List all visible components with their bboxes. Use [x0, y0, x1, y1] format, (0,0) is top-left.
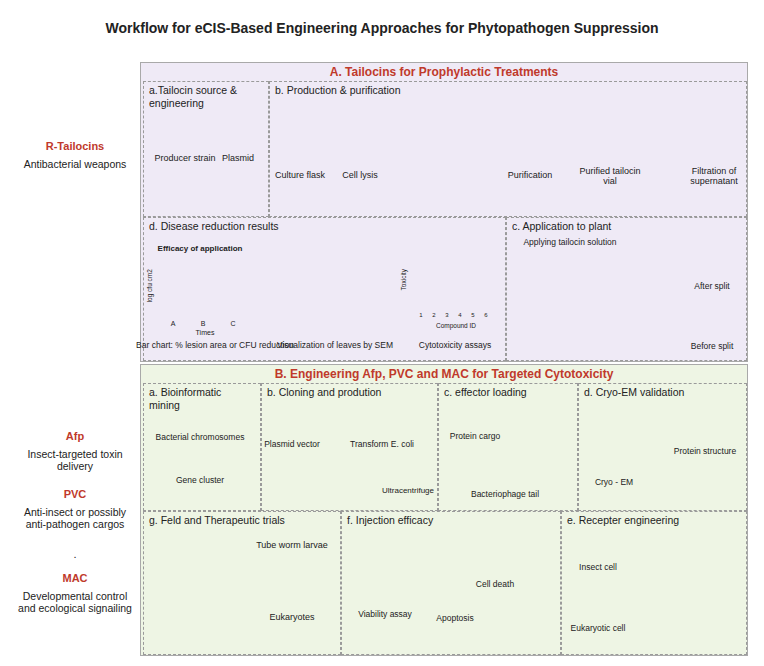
step-heading: f. Injection efficacy	[342, 512, 560, 529]
text-label: Cryo - EM	[583, 478, 645, 488]
text-label: Anti-insect or possibly anti-pathogen ca…	[15, 506, 135, 530]
text-label: Before split	[681, 342, 743, 352]
text-label: Transform E. coli	[336, 440, 428, 450]
text-label: 3	[442, 312, 452, 319]
text-label: Culture flask	[270, 170, 330, 180]
text-label: R-Tailocins	[20, 140, 130, 153]
text-label: Antibacterial weapons	[19, 158, 131, 170]
text-label: Plasmid vector	[261, 440, 323, 450]
text-label: Protein cargo	[439, 432, 511, 442]
text-label: Bacteriophage tail	[445, 490, 565, 500]
section-panel: A. Tailocins for Prophylactic Treatments…	[140, 62, 748, 362]
step-panel: e. Recepter engineering	[561, 511, 747, 655]
diagram-title: Workflow for eCIS-Based Engineering Appr…	[0, 20, 764, 36]
text-label: PVC	[20, 488, 130, 501]
step-panel: g. Feld and Therapeutic trials	[143, 511, 341, 655]
step-heading: b. Cloning and prodution	[262, 384, 437, 401]
text-label: 5	[468, 312, 478, 319]
step-heading: e. Recepter engineering	[562, 512, 746, 529]
text-label: Times	[185, 329, 225, 337]
text-label: Applying tailocin solution	[508, 238, 632, 248]
text-label: 6	[481, 312, 491, 319]
text-label: A	[167, 320, 179, 328]
text-label: Purification	[498, 170, 562, 180]
section-title: A. Tailocins for Prophylactic Treatments	[141, 63, 747, 81]
step-panel: f. Injection efficacy	[341, 511, 561, 655]
step-heading: d. Disease reduction results	[144, 218, 505, 235]
step-heading: d. Cryo-EM validation	[579, 384, 746, 401]
step-heading: b. Production & purification	[270, 82, 746, 99]
axis-label: log cfu cm2	[146, 256, 153, 316]
text-label: Ultracentrifuge	[379, 486, 437, 495]
text-label: Gene cluster	[160, 476, 240, 486]
text-label: Cytotoxicity assays	[407, 341, 503, 351]
step-heading: g. Feld and Therapeutic trials	[144, 512, 340, 529]
text-label: Insect cell	[566, 563, 630, 573]
text-label: Tube worm larvae	[250, 540, 334, 550]
text-label: Insect-targeted toxin delivery	[17, 448, 133, 472]
axis-label: Toxicity	[400, 260, 407, 300]
text-label: Compound ID	[423, 322, 489, 329]
step-heading: a. Bioinformatic mining	[144, 384, 260, 413]
text-label: Eukaryotic cell	[556, 624, 640, 634]
text-label: B	[197, 320, 209, 328]
text-label: Efficacy of application	[148, 244, 252, 253]
step-heading: c. Application to plant	[507, 218, 746, 235]
text-label: After split	[681, 282, 743, 292]
step-heading: c. effector loading	[439, 384, 577, 401]
step-heading: a.Tailocin source & engineering	[144, 82, 268, 111]
text-label: Apoptosis	[429, 614, 481, 624]
text-label: 4	[455, 312, 465, 319]
text-label: Viability assay	[350, 610, 420, 620]
text-label: Eukaryotes	[256, 612, 328, 622]
text-label: Producer strain	[150, 153, 220, 163]
text-label: Plasmid	[213, 153, 263, 163]
text-label: 2	[429, 312, 439, 319]
step-panel: d. Disease reduction results	[143, 217, 506, 361]
text-label: Developmental control and ecological sig…	[15, 590, 135, 614]
text-label: MAC	[20, 572, 130, 585]
step-panel: b. Production & purification	[269, 81, 747, 217]
text-label: Cell death	[469, 580, 521, 590]
step-panel: a. Bioinformatic mining	[143, 383, 261, 511]
text-label: Bacterial chromosomes	[143, 433, 257, 443]
text-label: Cell lysis	[332, 170, 388, 180]
text-label: Visualization of leaves by SEM	[270, 341, 400, 351]
section-title: B. Engineering Afp, PVC and MAC for Targ…	[141, 365, 747, 383]
text-label: .	[55, 548, 95, 561]
text-label: Bar chart: % lesion area or CFU reductio…	[127, 341, 303, 351]
step-panel: a.Tailocin source & engineering	[143, 81, 269, 217]
section-panel: B. Engineering Afp, PVC and MAC for Targ…	[140, 364, 748, 656]
text-label: C	[227, 320, 239, 328]
text-label: 1	[416, 312, 426, 319]
text-label: Filtration of supernatant	[684, 166, 744, 187]
text-label: Purified tailocin vial	[578, 166, 642, 187]
text-label: Afp	[20, 430, 130, 443]
text-label: Protein structure	[665, 447, 745, 457]
